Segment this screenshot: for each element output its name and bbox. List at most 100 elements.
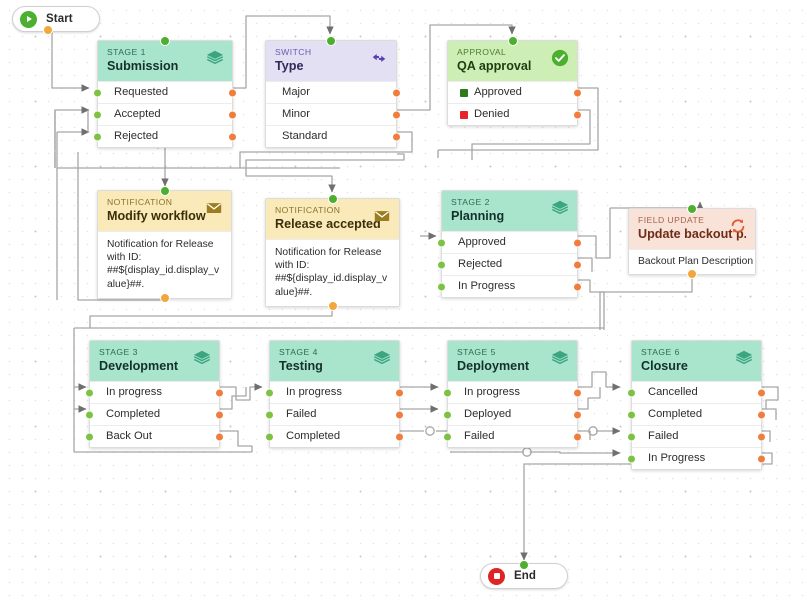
approval-row-0-out-port[interactable] bbox=[573, 88, 582, 97]
stage3-row-1[interactable]: Completed bbox=[85, 403, 224, 425]
stage6-row-1-out-port[interactable] bbox=[757, 410, 766, 419]
stage5-row-1-in-port[interactable] bbox=[443, 410, 452, 419]
approval-row-0[interactable]: Approved bbox=[448, 81, 582, 103]
approval-input-port[interactable] bbox=[507, 36, 518, 46]
node-notify-modify[interactable]: NOTIFICATION Modify workflow Notificatio… bbox=[97, 186, 232, 303]
stage6-row-2-out-port[interactable] bbox=[757, 432, 766, 441]
stage6-row-1[interactable]: Completed bbox=[627, 403, 766, 425]
node-switch-type[interactable]: SWITCH Type Major Minor Standard bbox=[265, 36, 401, 148]
stage3-row-2-out-port[interactable] bbox=[215, 432, 224, 441]
stage2-row-0[interactable]: Approved bbox=[437, 231, 582, 253]
stage1-row-1[interactable]: Accepted bbox=[93, 103, 237, 125]
start-node[interactable]: Start bbox=[12, 6, 100, 35]
node-stage2[interactable]: STAGE 2 Planning Approved Rejected In Pr… bbox=[437, 190, 582, 298]
notify-modify-output-port[interactable] bbox=[159, 292, 170, 303]
stage5-row-0-out-port[interactable] bbox=[573, 388, 582, 397]
stage6-row-0-in-port[interactable] bbox=[627, 388, 636, 397]
switch-row-1[interactable]: Minor bbox=[266, 103, 401, 125]
stage3-row-0-out-port[interactable] bbox=[215, 388, 224, 397]
stage5-row-2[interactable]: Failed bbox=[443, 425, 582, 447]
stage2-row-2[interactable]: In Progress bbox=[437, 275, 582, 297]
node-stage1[interactable]: STAGE 1 Submission Requested Accepted Re… bbox=[93, 36, 237, 148]
stage5-row-1[interactable]: Deployed bbox=[443, 403, 582, 425]
stage4-row-2[interactable]: Completed bbox=[265, 425, 404, 447]
stage4-row-1[interactable]: Failed bbox=[265, 403, 404, 425]
approval-row-1[interactable]: Denied bbox=[448, 103, 582, 125]
stage1-row-1-in-port[interactable] bbox=[93, 110, 102, 119]
stage4-row-0-in-port[interactable] bbox=[265, 388, 274, 397]
stage2-row-1-out-port[interactable] bbox=[573, 260, 582, 269]
node-stage6[interactable]: STAGE 6 Closure Cancelled Completed Fail… bbox=[627, 340, 766, 470]
stage6-row-3[interactable]: In Progress bbox=[627, 447, 766, 469]
layers-icon bbox=[735, 350, 753, 365]
notify-modify-input-port[interactable] bbox=[159, 186, 170, 196]
node-field-update[interactable]: FIELD UPDATE Update backout p... Backout… bbox=[628, 204, 756, 280]
notify-release-output-port[interactable] bbox=[327, 300, 338, 311]
stage5-row-0-in-port[interactable] bbox=[443, 388, 452, 397]
node-approval-qa[interactable]: APPROVAL QA approval Approved Denied bbox=[447, 36, 582, 126]
stage6-row-3-out-port[interactable] bbox=[757, 454, 766, 463]
stage6-row-1-in-port[interactable] bbox=[627, 410, 636, 419]
notify-release-input-port[interactable] bbox=[327, 194, 338, 204]
stage3-row-2-label: Back Out bbox=[106, 430, 153, 442]
stage6-row-3-in-port[interactable] bbox=[627, 454, 636, 463]
stage1-input-port[interactable] bbox=[160, 36, 170, 46]
stage1-row-0-out-port[interactable] bbox=[228, 88, 237, 97]
stage3-row-2-in-port[interactable] bbox=[85, 432, 94, 441]
switch-row-0-out-port[interactable] bbox=[392, 88, 401, 97]
field-update-input-port[interactable] bbox=[687, 204, 697, 214]
start-output-port[interactable] bbox=[43, 25, 53, 35]
stage3-row-1-in-port[interactable] bbox=[85, 410, 94, 419]
stage2-row-0-out-port[interactable] bbox=[573, 238, 582, 247]
stage1-row-2-in-port[interactable] bbox=[93, 132, 102, 141]
notify-release-kind: NOTIFICATION bbox=[275, 205, 341, 215]
stage1-row-2-out-port[interactable] bbox=[228, 132, 237, 141]
stage1-title: Submission bbox=[107, 59, 179, 73]
stage6-row-0[interactable]: Cancelled bbox=[627, 381, 766, 403]
stage1-row-1-out-port[interactable] bbox=[228, 110, 237, 119]
stage3-row-0-in-port[interactable] bbox=[85, 388, 94, 397]
stage6-row-0-out-port[interactable] bbox=[757, 388, 766, 397]
stage4-row-2-in-port[interactable] bbox=[265, 432, 274, 441]
stage4-row-0-out-port[interactable] bbox=[395, 388, 404, 397]
stage2-row-0-in-port[interactable] bbox=[437, 238, 446, 247]
stage5-row-2-out-port[interactable] bbox=[573, 432, 582, 441]
stage4-row-1-in-port[interactable] bbox=[265, 410, 274, 419]
switch-row-0[interactable]: Major bbox=[266, 81, 401, 103]
stage3-row-2[interactable]: Back Out bbox=[85, 425, 224, 447]
stage5-row-0[interactable]: In progress bbox=[443, 381, 582, 403]
stage6-row-2-in-port[interactable] bbox=[627, 432, 636, 441]
stage1-row-0[interactable]: Requested bbox=[93, 81, 237, 103]
field-update-output-port[interactable] bbox=[687, 269, 697, 280]
stage3-row-1-out-port[interactable] bbox=[215, 410, 224, 419]
switch-row-2-out-port[interactable] bbox=[392, 132, 401, 141]
stage1-row-2[interactable]: Rejected bbox=[93, 125, 237, 147]
node-notify-release[interactable]: NOTIFICATION Release accepted Notificati… bbox=[265, 194, 400, 311]
stage6-row-2[interactable]: Failed bbox=[627, 425, 766, 447]
node-stage3[interactable]: STAGE 3 Development In progress Complete… bbox=[85, 340, 224, 448]
stage4-row-2-out-port[interactable] bbox=[395, 432, 404, 441]
stage1-row-1-label: Accepted bbox=[114, 108, 161, 120]
switch-row-1-out-port[interactable] bbox=[392, 110, 401, 119]
end-node[interactable]: End bbox=[480, 560, 568, 589]
stage5-row-1-out-port[interactable] bbox=[573, 410, 582, 419]
switch-row-2[interactable]: Standard bbox=[266, 125, 401, 147]
approval-row-1-out-port[interactable] bbox=[573, 110, 582, 119]
stage4-row-0[interactable]: In progress bbox=[265, 381, 404, 403]
stage2-row-2-in-port[interactable] bbox=[437, 282, 446, 291]
field-update-header: FIELD UPDATE Update backout p... bbox=[629, 209, 755, 249]
node-stage5[interactable]: STAGE 5 Deployment In progress Deployed … bbox=[443, 340, 582, 448]
switch-input-port[interactable] bbox=[326, 36, 336, 46]
stage2-row-2-out-port[interactable] bbox=[573, 282, 582, 291]
stage3-row-0[interactable]: In progress bbox=[85, 381, 224, 403]
stage2-row-1-in-port[interactable] bbox=[437, 260, 446, 269]
end-input-port[interactable] bbox=[519, 560, 529, 570]
stage1-row-0-in-port[interactable] bbox=[93, 88, 102, 97]
layers-icon bbox=[551, 200, 569, 215]
stage4-row-1-out-port[interactable] bbox=[395, 410, 404, 419]
stage5-row-2-in-port[interactable] bbox=[443, 432, 452, 441]
node-stage4[interactable]: STAGE 4 Testing In progress Failed Compl… bbox=[265, 340, 404, 448]
stage2-row-1[interactable]: Rejected bbox=[437, 253, 582, 275]
notify-release-body: Notification for Release with ID: ##${di… bbox=[266, 239, 399, 306]
